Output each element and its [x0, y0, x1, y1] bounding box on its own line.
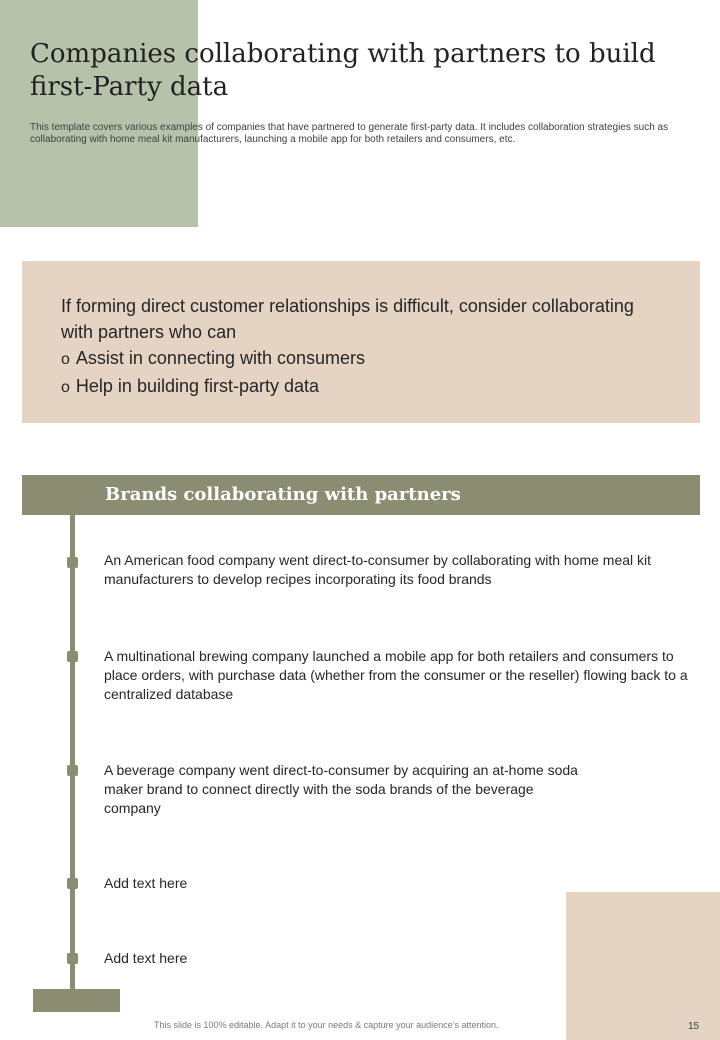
footer-note: This slide is 100% editable. Adapt it to… — [154, 1020, 499, 1030]
timeline-node — [67, 557, 78, 568]
callout-lead-text: If forming direct customer relationships… — [61, 296, 634, 342]
page-number: 15 — [688, 1021, 700, 1032]
timeline-item-text: A beverage company went direct-to-consum… — [104, 762, 578, 816]
callout-bullet-text: Help in building first-party data — [75, 376, 320, 396]
page-subtitle: This template covers various examples of… — [30, 122, 669, 145]
timeline-item-text: A multinational brewing company launched… — [104, 648, 688, 702]
callout-bullet-item: o Help in building first-party data — [61, 373, 365, 401]
circle-outline-icon: o — [61, 351, 70, 368]
timeline-node — [67, 878, 78, 889]
timeline-node — [67, 765, 78, 776]
page-title: Companies collaborating with partners to… — [30, 39, 656, 102]
callout-box: If forming direct customer relationships… — [22, 261, 700, 423]
timeline-item-text: Add text here — [104, 950, 188, 966]
timeline-item-text: Add text here — [104, 875, 188, 891]
callout-bullet-item: o Assist in connecting with consumers — [61, 345, 365, 373]
circle-outline-icon: o — [61, 379, 70, 396]
decorative-beige-block — [566, 892, 720, 1040]
timeline-line — [70, 515, 75, 990]
timeline-node — [67, 651, 78, 662]
timeline-base — [33, 989, 120, 1012]
timeline-item-text: An American food company went direct-to-… — [104, 552, 652, 587]
brands-section-title: Brands collaborating with partners — [105, 484, 461, 505]
decorative-green-block — [0, 0, 198, 227]
callout-bullet-text: Assist in connecting with consumers — [75, 348, 366, 368]
timeline-node — [67, 953, 78, 964]
brands-section-header: Brands collaborating with partners — [22, 475, 700, 515]
